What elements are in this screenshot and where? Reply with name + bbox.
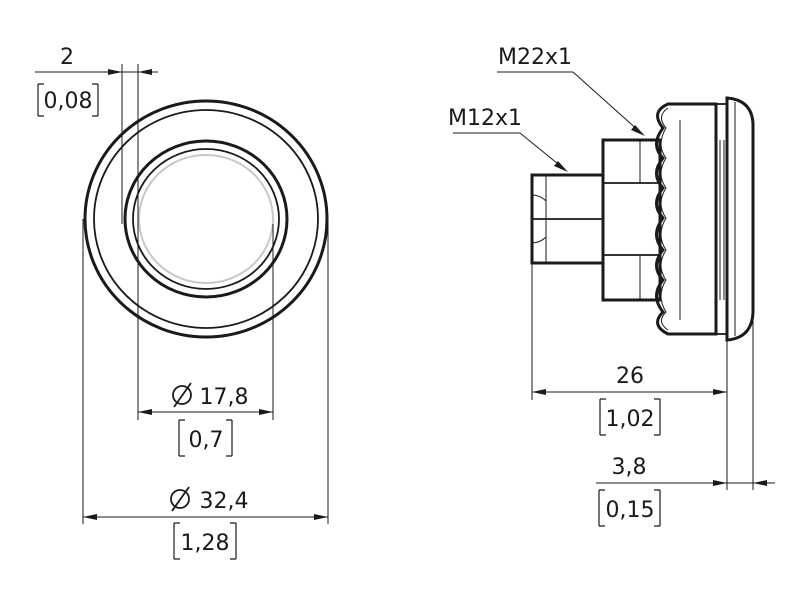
flange-dim-value: 3,8 bbox=[612, 455, 647, 480]
length-dim-inch: 1,02 bbox=[606, 407, 655, 432]
gap-dim-value: 2 bbox=[60, 45, 74, 70]
outer-ring bbox=[83, 99, 329, 339]
gap-dim-inch: 0,08 bbox=[44, 89, 93, 114]
length-dimension: 26 1,02 bbox=[532, 364, 727, 436]
front-view: 2 0,08 17,8 0,7 32,4 bbox=[35, 45, 329, 560]
inner-dim-inch: 0,7 bbox=[189, 428, 224, 453]
bezel-flange bbox=[725, 96, 755, 342]
flange-dim-inch: 0,15 bbox=[606, 498, 655, 523]
outer-diameter-dimension: 32,4 1,28 bbox=[83, 486, 328, 560]
thread-small-text: M12x1 bbox=[448, 106, 522, 131]
lens-face bbox=[138, 154, 274, 284]
inner-dim-value: 17,8 bbox=[200, 385, 249, 410]
hex-nut bbox=[601, 138, 662, 302]
knurled-nut bbox=[655, 102, 718, 336]
inner-ring-outer bbox=[123, 139, 289, 299]
thread-label-small: M12x1 bbox=[448, 106, 568, 172]
diameter-icon bbox=[170, 486, 190, 512]
diameter-icon bbox=[172, 382, 192, 408]
thread-label-large: M22x1 bbox=[497, 45, 645, 136]
thread-large-text: M22x1 bbox=[498, 45, 572, 70]
length-dim-value: 26 bbox=[616, 364, 644, 389]
outer-dim-value: 32,4 bbox=[200, 489, 249, 514]
outer-ring-inner-edge bbox=[93, 109, 319, 329]
inner-diameter-dimension: 17,8 0,7 bbox=[138, 382, 273, 457]
outer-dim-inch: 1,28 bbox=[181, 531, 230, 556]
bezel-plate bbox=[715, 103, 728, 335]
gap-dimension: 2 0,08 bbox=[35, 45, 158, 117]
side-view: M22x1 M12x1 26 1,02 3,8 0,15 bbox=[448, 45, 775, 527]
inner-ring-edge bbox=[132, 148, 280, 290]
flange-dimension: 3,8 0,15 bbox=[596, 455, 775, 527]
